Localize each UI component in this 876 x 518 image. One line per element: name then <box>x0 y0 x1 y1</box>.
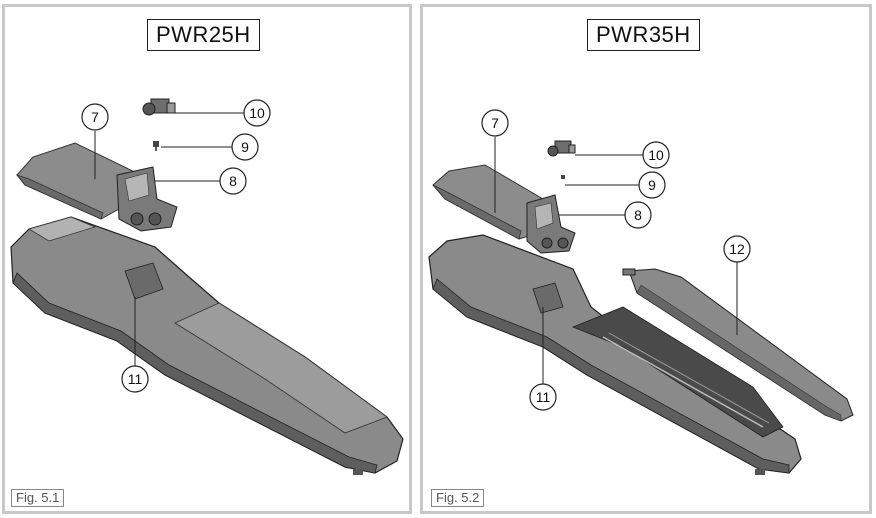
exploded-view-drawing: 7 10 9 8 12 11 <box>428 109 854 475</box>
exploded-view-drawing: 7 10 9 8 11 <box>10 98 404 475</box>
svg-text:7: 7 <box>91 109 99 125</box>
svg-text:7: 7 <box>491 115 499 131</box>
callout-8: 8 <box>155 167 247 195</box>
cover-part <box>432 164 544 240</box>
screw-part <box>153 141 159 151</box>
svg-text:12: 12 <box>729 241 745 257</box>
svg-text:9: 9 <box>648 177 656 193</box>
callout-9: 9 <box>161 133 259 161</box>
figure-label: Fig. 5.1 <box>11 489 65 507</box>
callout-12: 12 <box>723 235 751 335</box>
panel-pwr25h: PWR25H Fig. 5.1 <box>2 4 412 514</box>
model-title: PWR35H <box>587 19 700 51</box>
cable-gland-part <box>142 98 176 116</box>
panel-pwr35h: PWR35H Fig. 5.2 <box>420 4 872 514</box>
svg-text:11: 11 <box>128 371 143 387</box>
actuator-housing <box>428 234 802 475</box>
svg-text:10: 10 <box>249 105 265 121</box>
svg-text:11: 11 <box>536 389 551 405</box>
rail-cover-part <box>622 268 854 422</box>
svg-text:10: 10 <box>648 147 664 163</box>
svg-text:8: 8 <box>634 207 642 223</box>
callout-9: 9 <box>565 171 666 199</box>
callout-7: 7 <box>81 103 109 179</box>
actuator-housing <box>10 216 404 475</box>
callout-11: 11 <box>529 307 557 411</box>
model-title: PWR25H <box>147 19 260 51</box>
callout-11: 11 <box>121 297 149 393</box>
callout-8: 8 <box>559 201 652 229</box>
svg-text:9: 9 <box>241 139 249 155</box>
screw-part <box>561 175 565 179</box>
callout-7: 7 <box>481 109 509 213</box>
bracket-part <box>526 194 576 254</box>
cable-gland-part <box>547 140 576 157</box>
figure-label: Fig. 5.2 <box>431 489 485 507</box>
callout-10: 10 <box>173 99 271 127</box>
callout-10: 10 <box>575 141 670 169</box>
bracket-part <box>116 166 178 232</box>
svg-text:8: 8 <box>229 173 237 189</box>
